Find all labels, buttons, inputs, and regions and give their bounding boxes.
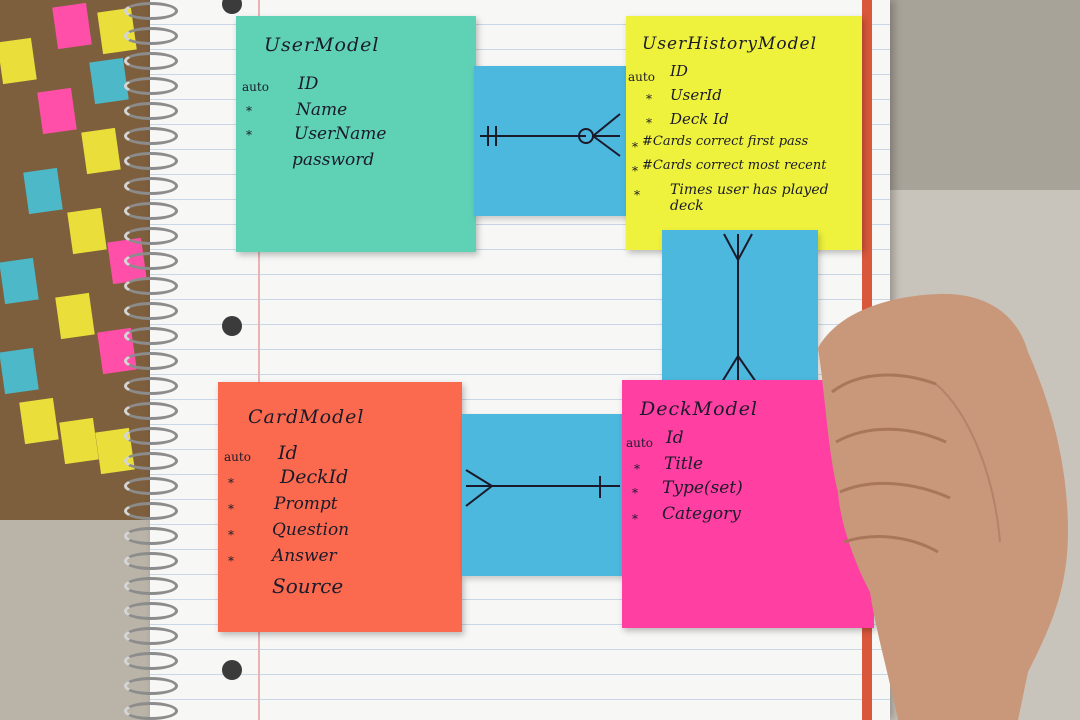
user-history-model-field: #Cards correct most recent [642, 158, 827, 173]
spiral-ring [124, 527, 178, 545]
spiral-ring [124, 477, 178, 495]
spiral-ring [124, 577, 178, 595]
field-marker: * [246, 104, 252, 118]
spiral-ring [124, 327, 178, 345]
spiral-ring [124, 227, 178, 245]
field-marker: * [634, 462, 640, 476]
background-sticky-note [59, 417, 99, 465]
user-history-model-field: Times user has played deck [670, 182, 829, 214]
card-model-field: DeckId [280, 466, 349, 488]
spiral-ring [124, 452, 178, 470]
card-model-title: CardModel [248, 406, 365, 428]
user-model-field: ID [298, 74, 319, 94]
spiral-ring [124, 27, 178, 45]
spiral-ring [124, 277, 178, 295]
spiral-ring [124, 602, 178, 620]
card-model-field: Source [272, 574, 344, 598]
deck-model-field: Title [664, 454, 704, 474]
field-marker: * [246, 128, 252, 142]
spiral-ring [124, 52, 178, 70]
field-marker: auto [628, 70, 655, 84]
spiral-ring [124, 627, 178, 645]
spiral-ring [124, 102, 178, 120]
field-marker: * [632, 512, 638, 526]
spiral-ring [124, 402, 178, 420]
relationship-line [465, 469, 620, 507]
deck-model-title: DeckModel [640, 398, 759, 420]
deck-model-field: Type(set) [662, 478, 743, 498]
punch-hole [222, 0, 242, 14]
background-sticky-note [0, 37, 37, 85]
spiral-ring [124, 302, 178, 320]
field-marker: * [228, 502, 234, 516]
field-marker: * [634, 188, 640, 202]
deck-model-field: Category [662, 504, 741, 524]
field-marker: * [632, 140, 638, 154]
user-model-field: UserName [294, 124, 387, 144]
spiral-ring [124, 252, 178, 270]
field-marker: auto [224, 450, 251, 464]
user-history-model-field: #Cards correct first pass [642, 134, 809, 149]
spiral-ring [124, 677, 178, 695]
user-history-model-field: UserId [670, 86, 722, 104]
card-model-note: CardModel auto Id * DeckId * Prompt * Qu… [218, 382, 462, 632]
spiral-ring [124, 427, 178, 445]
card-model-field: Question [272, 520, 350, 540]
relationship-connector-history-deck [662, 230, 818, 386]
spiral-ring [124, 77, 178, 95]
spiral-ring [124, 702, 178, 720]
user-history-model-field: Deck Id [670, 110, 729, 128]
field-marker: * [646, 92, 652, 106]
spiral-ring [124, 552, 178, 570]
user-model-field: Name [296, 100, 348, 120]
background-sticky-note [89, 57, 129, 105]
user-history-model-title: UserHistoryModel [642, 34, 818, 54]
card-model-field: Prompt [274, 494, 338, 514]
relationship-connector-card-deck [462, 414, 624, 576]
field-marker: auto [242, 80, 269, 94]
field-marker: * [632, 486, 638, 500]
user-model-title: UserModel [264, 34, 380, 56]
spiral-ring [124, 652, 178, 670]
field-marker: * [646, 116, 652, 130]
background-sticky-note [67, 207, 107, 255]
relationship-line [721, 233, 757, 383]
field-marker: * [228, 528, 234, 542]
background-sticky-note [55, 292, 95, 340]
wall-shadow [870, 0, 1080, 190]
card-model-field: Answer [272, 546, 337, 566]
spiral-ring [124, 2, 178, 20]
spiral-ring [124, 377, 178, 395]
spiral-ring [124, 352, 178, 370]
background-sticky-note [23, 167, 63, 215]
card-model-field: Id [278, 442, 298, 464]
user-history-model-field: ID [670, 62, 688, 80]
spiral-ring [124, 152, 178, 170]
user-history-model-note: UserHistoryModel auto ID * UserId * Deck… [626, 16, 862, 250]
spiral-ring [124, 202, 178, 220]
background-sticky-note [52, 2, 92, 50]
field-marker: * [228, 554, 234, 568]
spiral-ring [124, 127, 178, 145]
field-marker: * [632, 164, 638, 178]
punch-hole [222, 660, 242, 680]
punch-hole [222, 316, 242, 336]
spiral-ring [124, 502, 178, 520]
hand [818, 293, 1068, 720]
field-marker: * [228, 476, 234, 490]
background-sticky-note [81, 127, 121, 175]
background-sticky-note [0, 347, 39, 395]
relationship-line [480, 113, 621, 157]
user-model-field: password [292, 150, 375, 170]
background-sticky-note [37, 87, 77, 135]
background-sticky-note [0, 257, 39, 305]
deck-model-field: Id [666, 428, 684, 448]
relationship-connector-user-history [474, 66, 630, 216]
margin-line [258, 0, 260, 720]
user-model-note: UserModel auto ID * Name * UserName pass… [236, 16, 476, 252]
spiral-ring [124, 177, 178, 195]
field-marker: auto [626, 436, 653, 450]
background-sticky-note [19, 397, 59, 445]
